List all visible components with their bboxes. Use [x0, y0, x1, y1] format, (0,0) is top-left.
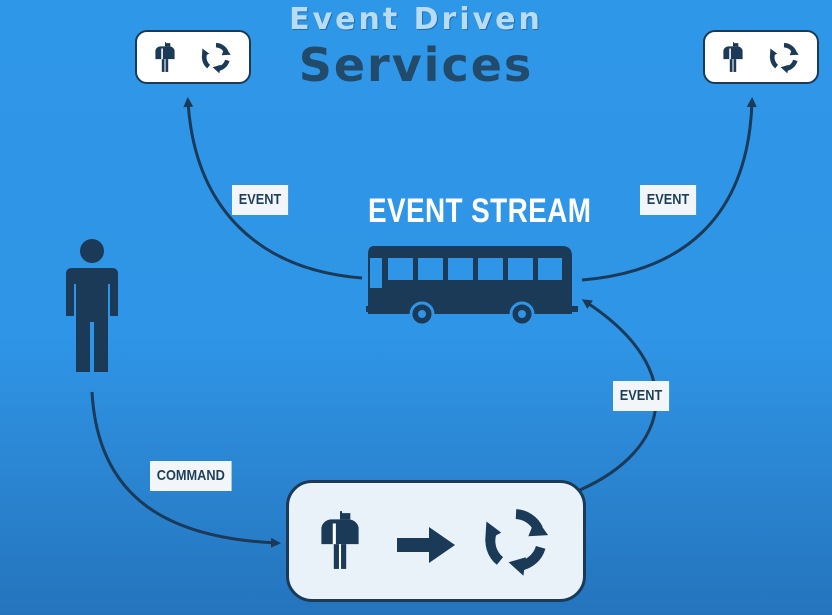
arrow-stream-to-right-service: [581, 97, 757, 282]
mailbox-icon: [319, 509, 361, 571]
service-box-right: [703, 30, 819, 84]
person-icon: [66, 239, 118, 372]
bus-icon: [366, 246, 578, 326]
command-label: COMMAND: [150, 461, 232, 491]
event-label-left: EVENT: [232, 185, 289, 215]
cycle-arrows-icon: [767, 40, 801, 74]
right-arrow-icon: [397, 527, 455, 563]
title-line-1: Event Driven: [289, 2, 543, 37]
event-label-bottom: EVENT: [613, 381, 670, 411]
event-stream-label: EVENT STREAM: [368, 192, 592, 230]
arrow-command-to-service: [90, 391, 281, 548]
service-box-left: [135, 30, 251, 84]
cycle-arrows-icon: [199, 40, 233, 74]
service-box-main: [286, 480, 586, 602]
event-label-right: EVENT: [640, 185, 697, 215]
mailbox-icon: [154, 41, 176, 73]
cycle-arrows-icon: [479, 503, 553, 577]
mailbox-icon: [722, 41, 744, 73]
arrow-stream-to-left-service: [183, 97, 363, 280]
page-title: Services: [298, 38, 534, 92]
